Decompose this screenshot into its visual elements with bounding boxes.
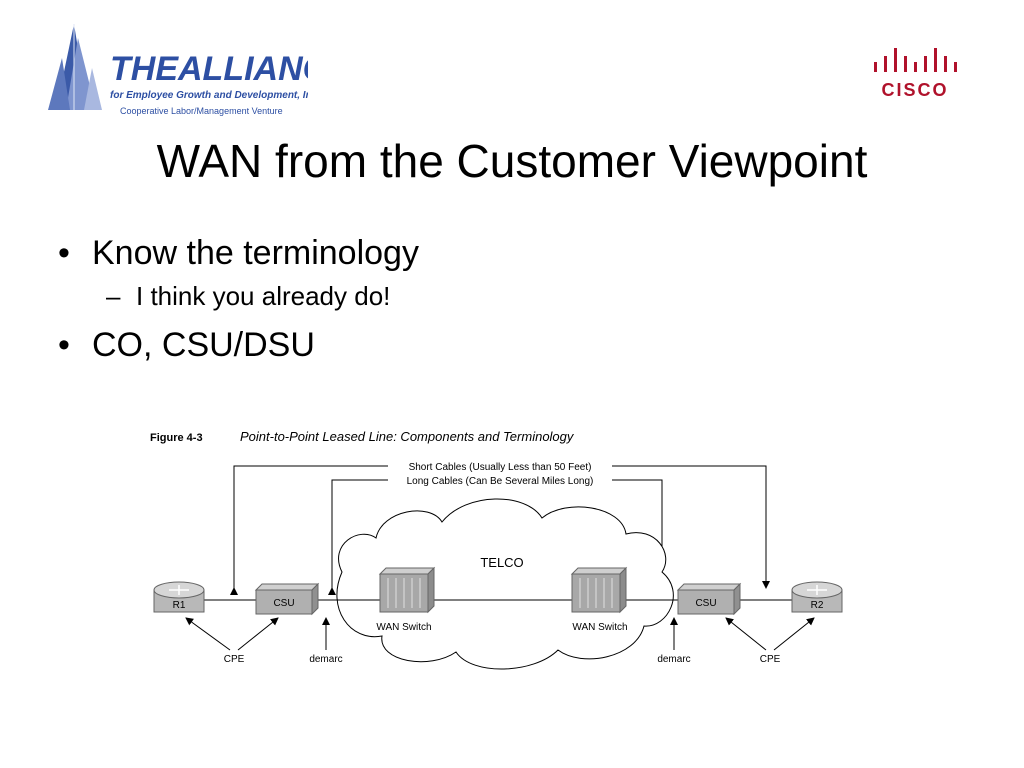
router-r1: R1 bbox=[153, 581, 205, 613]
cisco-bars-icon bbox=[874, 48, 957, 72]
bullet-text: CO, CSU/DSU bbox=[92, 326, 315, 364]
demarc-left-label: demarc bbox=[309, 654, 342, 665]
bullet-item: • Know the terminology bbox=[58, 234, 958, 273]
cpe-right-arrow-router bbox=[773, 617, 815, 651]
router-arrows-icon bbox=[807, 585, 827, 595]
router-r2-label: R2 bbox=[811, 600, 824, 611]
alliance-logo: THEALLIANCE for Employee Growth and Deve… bbox=[48, 24, 308, 116]
switch-slots-icon bbox=[387, 578, 421, 608]
short-cables-label: Short Cables (Usually Less than 50 Feet) bbox=[409, 462, 592, 473]
wan-switch-right: WAN Switch bbox=[570, 566, 628, 633]
alliance-logo-tagline: for Employee Growth and Development, Inc… bbox=[110, 90, 308, 101]
bullet-list: • Know the terminology – I think you alr… bbox=[58, 234, 958, 375]
csu-right-label: CSU bbox=[695, 598, 716, 609]
sub-bullet-dash: – bbox=[106, 281, 121, 311]
cpe-left-arrow-csu bbox=[237, 617, 279, 651]
short-cable-bracket-right bbox=[612, 465, 770, 589]
alliance-logo-subtagline: Cooperative Labor/Management Venture bbox=[120, 106, 283, 116]
cisco-logo-name: CISCO bbox=[881, 80, 948, 100]
long-cables-label: Long Cables (Can Be Several Miles Long) bbox=[407, 476, 594, 487]
router-r1-label: R1 bbox=[173, 600, 186, 611]
wan-switch-left-label: WAN Switch bbox=[376, 622, 431, 633]
cpe-left-arrow-router bbox=[185, 617, 231, 651]
long-cable-bracket-left bbox=[328, 479, 388, 595]
bullet-dot: • bbox=[58, 234, 70, 272]
cpe-right-label: CPE bbox=[760, 654, 781, 665]
sub-bullet-item: – I think you already do! bbox=[106, 281, 958, 312]
slide-title: WAN from the Customer Viewpoint bbox=[156, 135, 868, 187]
alliance-tower-icon bbox=[48, 24, 102, 110]
short-cable-bracket-left bbox=[230, 465, 388, 595]
router-arrows-icon bbox=[169, 585, 189, 595]
router-r2: R2 bbox=[791, 581, 843, 613]
demarc-right-label: demarc bbox=[657, 654, 690, 665]
wan-switch-left: WAN Switch bbox=[376, 566, 436, 633]
switch-slots-icon bbox=[579, 578, 613, 608]
leased-line-figure: Figure 4-3 Point-to-Point Leased Line: C… bbox=[150, 429, 843, 670]
figure-label: Figure 4-3 bbox=[150, 432, 203, 444]
telco-label: TELCO bbox=[480, 555, 523, 570]
alliance-logo-name: THEALLIANCE bbox=[110, 50, 308, 88]
cpe-right-arrow-csu bbox=[725, 617, 767, 651]
bullet-text: Know the terminology bbox=[92, 234, 419, 272]
figure-caption: Point-to-Point Leased Line: Components a… bbox=[240, 429, 575, 444]
telco-cloud bbox=[336, 498, 674, 670]
sub-bullet-text: I think you already do! bbox=[136, 281, 391, 311]
cpe-left-label: CPE bbox=[224, 654, 245, 665]
wan-switch-right-label: WAN Switch bbox=[572, 622, 627, 633]
csu-left-label: CSU bbox=[273, 598, 294, 609]
csu-left: CSU bbox=[254, 582, 320, 616]
cisco-logo: CISCO bbox=[874, 48, 957, 100]
bullet-dot: • bbox=[58, 326, 70, 364]
csu-right: CSU bbox=[676, 582, 742, 616]
bullet-item: • CO, CSU/DSU bbox=[58, 326, 958, 365]
